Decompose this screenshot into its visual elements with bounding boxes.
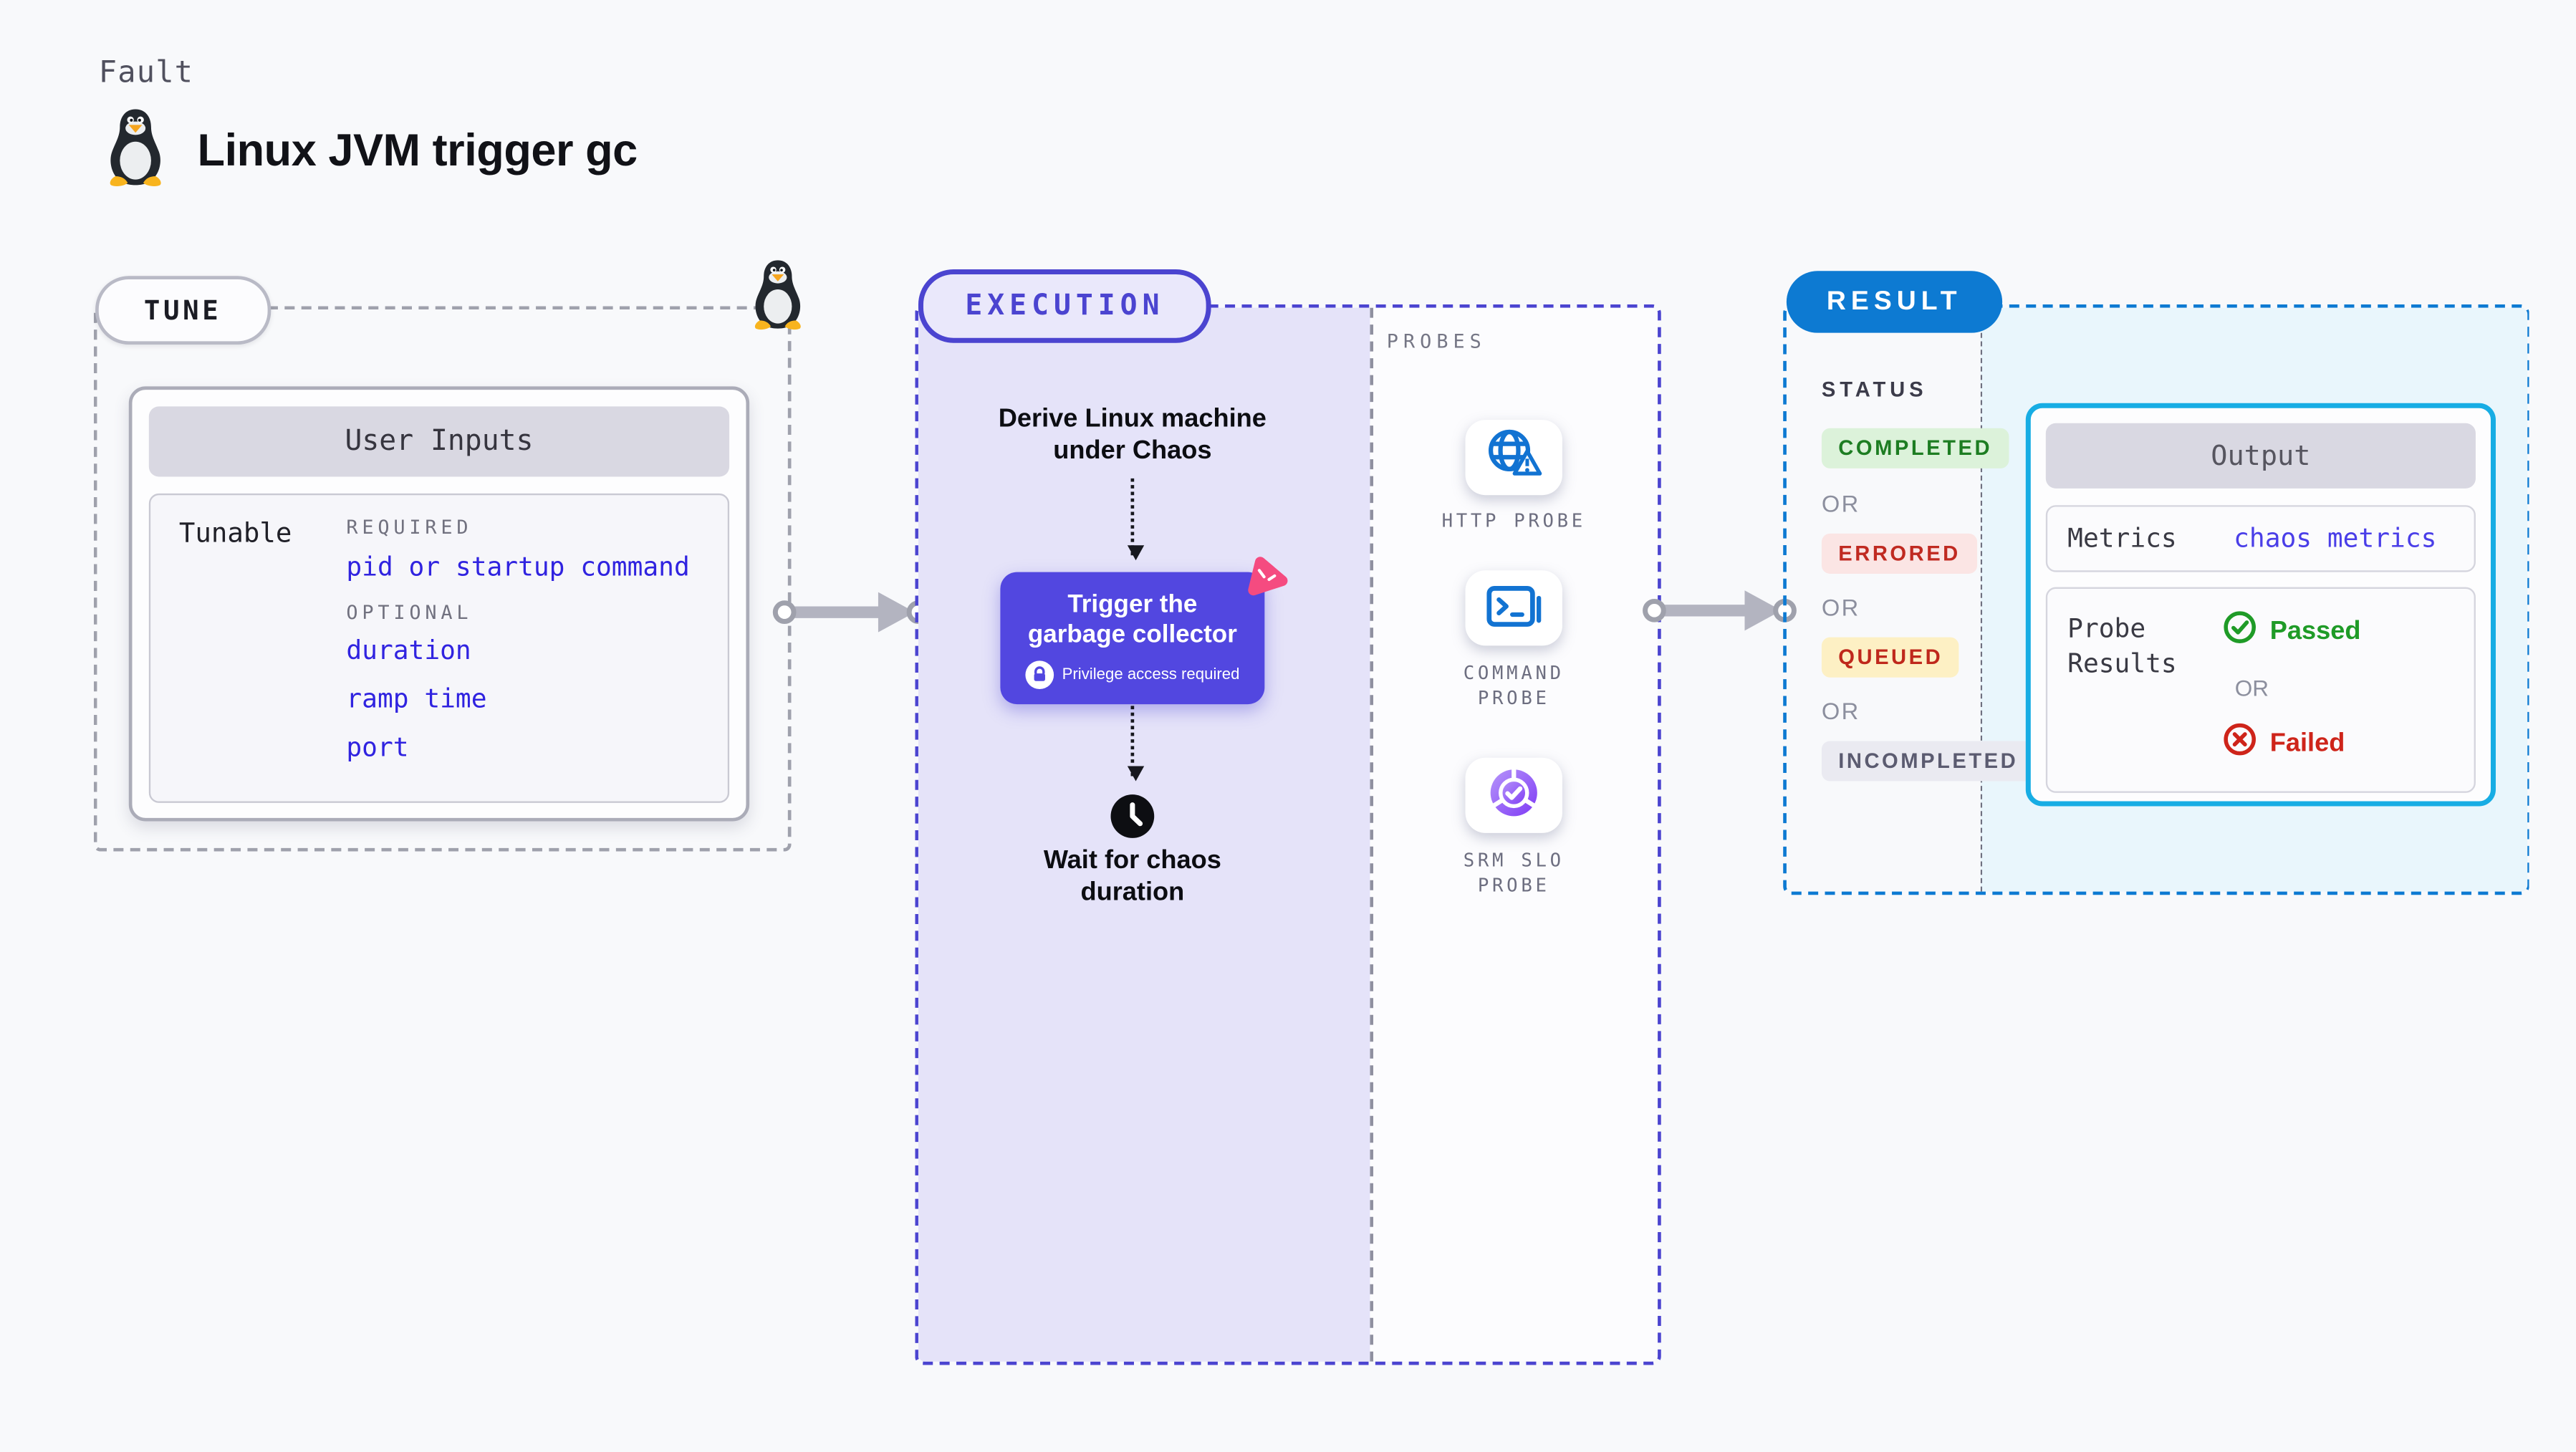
globe-warning-icon — [1484, 428, 1544, 487]
x-circle-icon — [2223, 723, 2257, 764]
failed-verdict: Failed — [2223, 723, 2345, 764]
required-label: REQUIRED — [346, 515, 473, 539]
trigger-gc-button[interactable]: Trigger the garbage collector Privilege … — [1000, 572, 1265, 705]
privilege-note: Privilege access required — [1017, 660, 1248, 690]
dotted-arrow-icon — [1127, 478, 1144, 561]
clock-icon — [1109, 793, 1155, 848]
http-probe-label: HTTP PROBE — [1441, 510, 1586, 532]
check-circle-icon — [2223, 610, 2257, 652]
srm-slo-probe-label: SRM SLO PROBE — [1463, 850, 1565, 898]
probe-results-row: Probe Results Passed OR — [2045, 587, 2476, 793]
status-label: STATUS — [1821, 378, 1928, 402]
execution-flow-panel — [918, 307, 1370, 1362]
command-probe-card[interactable] — [1465, 570, 1562, 646]
status-badge-queued: QUEUED — [1821, 637, 1960, 678]
or-label: OR — [1821, 697, 1860, 725]
trigger-gc-label: Trigger the garbage collector — [1027, 590, 1237, 650]
result-badge: RESULT — [1786, 271, 2002, 333]
tunable-row-label: Tunable — [178, 516, 292, 549]
execution-badge: EXECUTION — [918, 269, 1211, 343]
tux-penguin-icon — [748, 256, 808, 341]
tunable-optional-item: port — [346, 732, 409, 763]
arrow-right-icon — [772, 592, 931, 633]
command-probe-label: COMMAND PROBE — [1463, 662, 1565, 710]
tunable-optional-item: duration — [346, 635, 471, 666]
slo-pie-check-icon — [1484, 763, 1544, 828]
status-badge-errored: ERRORED — [1821, 533, 1978, 574]
title-row: Linux JVM trigger gc — [102, 107, 638, 196]
wait-step-text: Wait for chaos duration — [1043, 846, 1221, 907]
status-badge-incompleted: INCOMPLETED — [1821, 741, 2035, 782]
or-label: OR — [1821, 490, 1860, 517]
user-inputs-body: Tunable REQUIRED pid or startup command … — [148, 493, 730, 803]
page-title: Linux JVM trigger gc — [197, 125, 638, 176]
fault-category-label: Fault — [98, 55, 194, 91]
srm-slo-probe-card[interactable] — [1465, 757, 1562, 833]
result-section: STATUS COMPLETED OR ERRORED OR QUEUED OR… — [1783, 304, 2529, 895]
metrics-label: Metrics — [2067, 523, 2177, 554]
tune-section — [93, 306, 792, 852]
execution-section: Derive Linux machine under Chaos Trigger… — [915, 304, 1661, 1365]
passed-label: Passed — [2269, 616, 2361, 645]
tune-badge: TUNE — [95, 276, 271, 345]
tunable-optional-item: ramp time — [346, 684, 487, 715]
probes-label: PROBES — [1386, 330, 1486, 353]
dotted-arrow-icon — [1127, 706, 1144, 782]
output-title: Output — [2045, 423, 2476, 489]
user-inputs-card: User Inputs Tunable REQUIRED pid or star… — [128, 386, 750, 822]
derive-step-text: Derive Linux machine under Chaos — [998, 405, 1267, 465]
terminal-icon — [1486, 583, 1542, 633]
or-label: OR — [2234, 675, 2269, 701]
probe-results-label: Probe Results — [2067, 613, 2177, 679]
metrics-value: chaos metrics — [2234, 523, 2437, 554]
output-card: Output Metrics chaos metrics Probe Resul… — [2025, 403, 2496, 807]
metrics-row: Metrics chaos metrics — [2045, 505, 2476, 572]
or-label: OR — [1821, 593, 1860, 621]
user-inputs-title: User Inputs — [148, 406, 730, 477]
tunable-required-item: pid or startup command — [346, 552, 690, 582]
privilege-note-text: Privilege access required — [1062, 665, 1240, 685]
arrow-right-icon — [1643, 590, 1797, 631]
tux-penguin-icon — [102, 107, 168, 196]
optional-label: OPTIONAL — [346, 600, 473, 624]
failed-label: Failed — [2269, 728, 2345, 757]
status-badge-completed: COMPLETED — [1821, 428, 2009, 468]
http-probe-card[interactable] — [1465, 420, 1562, 496]
lock-icon — [1025, 660, 1054, 690]
passed-verdict: Passed — [2223, 610, 2361, 652]
chaos-experiment-icon — [1241, 552, 1288, 607]
